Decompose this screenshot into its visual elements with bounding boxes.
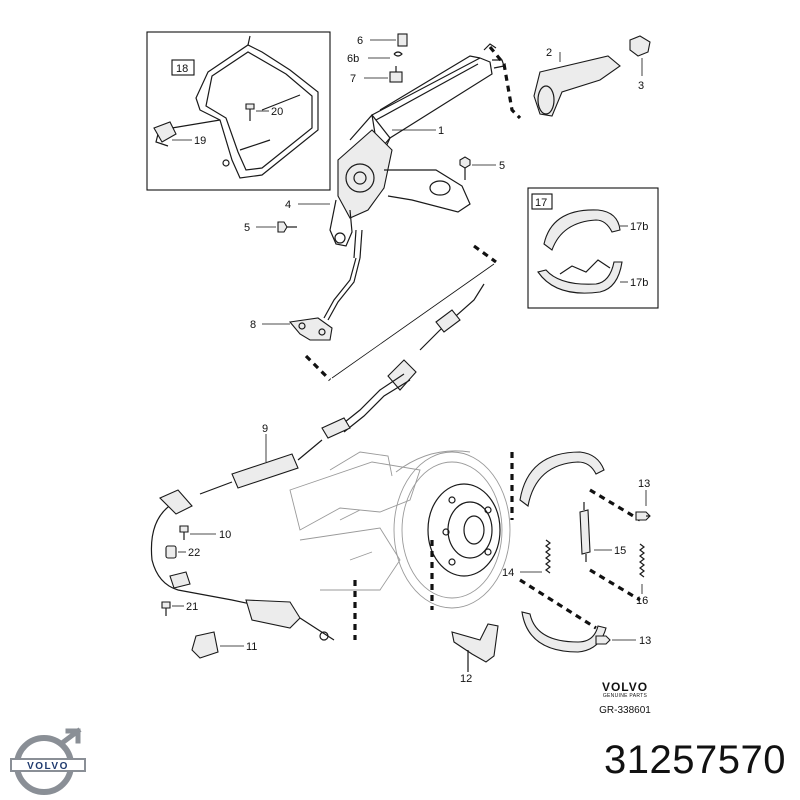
callout-6: 6 [357, 35, 363, 47]
part-number: 31257570 [604, 738, 786, 782]
inset-18-tag: 18 [176, 63, 188, 75]
hold-down-pin-13-upper [635, 511, 651, 521]
callout-11: 11 [246, 641, 257, 653]
callout-1: 1 [438, 125, 444, 137]
cable-bracket-10 [159, 489, 193, 515]
handbrake-lever [329, 43, 505, 259]
button-cap-3 [629, 35, 651, 57]
drum-shoe-upper [519, 451, 605, 507]
front-cable [323, 257, 361, 321]
callout-5-lower: 5 [244, 222, 250, 234]
callout-13-upper: 13 [638, 478, 650, 490]
callout-5-upper: 5 [499, 160, 505, 172]
bolt-20 [245, 103, 255, 121]
rear-cable-9 [199, 283, 485, 495]
callout-2: 2 [546, 47, 552, 59]
callout-17b-upper: 17b [630, 221, 648, 233]
callout-14: 14 [502, 567, 514, 579]
callout-8: 8 [250, 319, 256, 331]
cable-left-run [150, 489, 335, 641]
clip-6b [393, 51, 403, 57]
inset-brake-shoes: 17 [527, 187, 659, 309]
genuine-parts-mark: VOLVO GENUINE PARTS GR-338601 [584, 680, 666, 716]
inset-17-tag: 17 [535, 197, 547, 209]
callout-19: 19 [194, 135, 206, 147]
rear-hub-backplate [289, 450, 511, 609]
lever-grip-2 [533, 55, 621, 117]
volvo-logo: VOLVO [10, 727, 86, 795]
diagram-reference-code: GR-338601 [599, 705, 651, 716]
bolt-10 [179, 525, 189, 540]
fastener-6 [397, 33, 408, 47]
callout-6b: 6b [347, 53, 359, 65]
callout-7: 7 [350, 73, 356, 85]
brake-shoe-lower [537, 261, 623, 294]
bracket-part [153, 35, 319, 179]
switch-7 [389, 66, 403, 83]
callout-17b-lower: 17b [630, 277, 648, 289]
brake-shoe-upper [543, 209, 621, 251]
expander-lever-12 [451, 623, 499, 672]
inset-18-tag-box [171, 59, 195, 76]
hold-down-pin-13-lower [595, 635, 611, 645]
cable-clip-11 [191, 631, 219, 659]
volvo-logo-text: VOLVO [27, 761, 69, 772]
callout-9: 9 [262, 423, 268, 435]
cable-routing-dash-a [304, 244, 497, 382]
adjuster-15 [579, 502, 591, 562]
callout-3: 3 [638, 80, 644, 92]
bolt-5-upper [459, 156, 471, 180]
callout-10: 10 [219, 529, 231, 541]
callout-21: 21 [186, 601, 198, 613]
callout-13-lower: 13 [639, 635, 651, 647]
callout-12: 12 [460, 673, 472, 685]
callout-15: 15 [614, 545, 626, 557]
genuine-parts-subtitle: GENUINE PARTS [602, 693, 648, 699]
bolt-21 [161, 601, 171, 616]
hardware-dash-lower [519, 578, 597, 630]
inset-handbrake-bracket: 18 20 19 [146, 31, 331, 191]
spring-14 [545, 539, 551, 574]
callout-20: 20 [271, 106, 283, 118]
clip-22 [165, 545, 177, 559]
spring-16 [639, 543, 645, 578]
hardware-dash-right [589, 488, 641, 602]
genuine-parts-brand: VOLVO [601, 680, 649, 694]
inset-18-frame [146, 31, 331, 191]
bolt-5-lower [277, 221, 297, 233]
equalizer-bracket-8 [288, 317, 333, 341]
callout-4: 4 [285, 199, 291, 211]
callout-22: 22 [188, 547, 200, 559]
callout-16: 16 [636, 595, 648, 607]
assembly-link-dash [488, 45, 522, 120]
inset-17-tag-box [531, 193, 553, 210]
drum-shoe-lower [521, 611, 607, 653]
